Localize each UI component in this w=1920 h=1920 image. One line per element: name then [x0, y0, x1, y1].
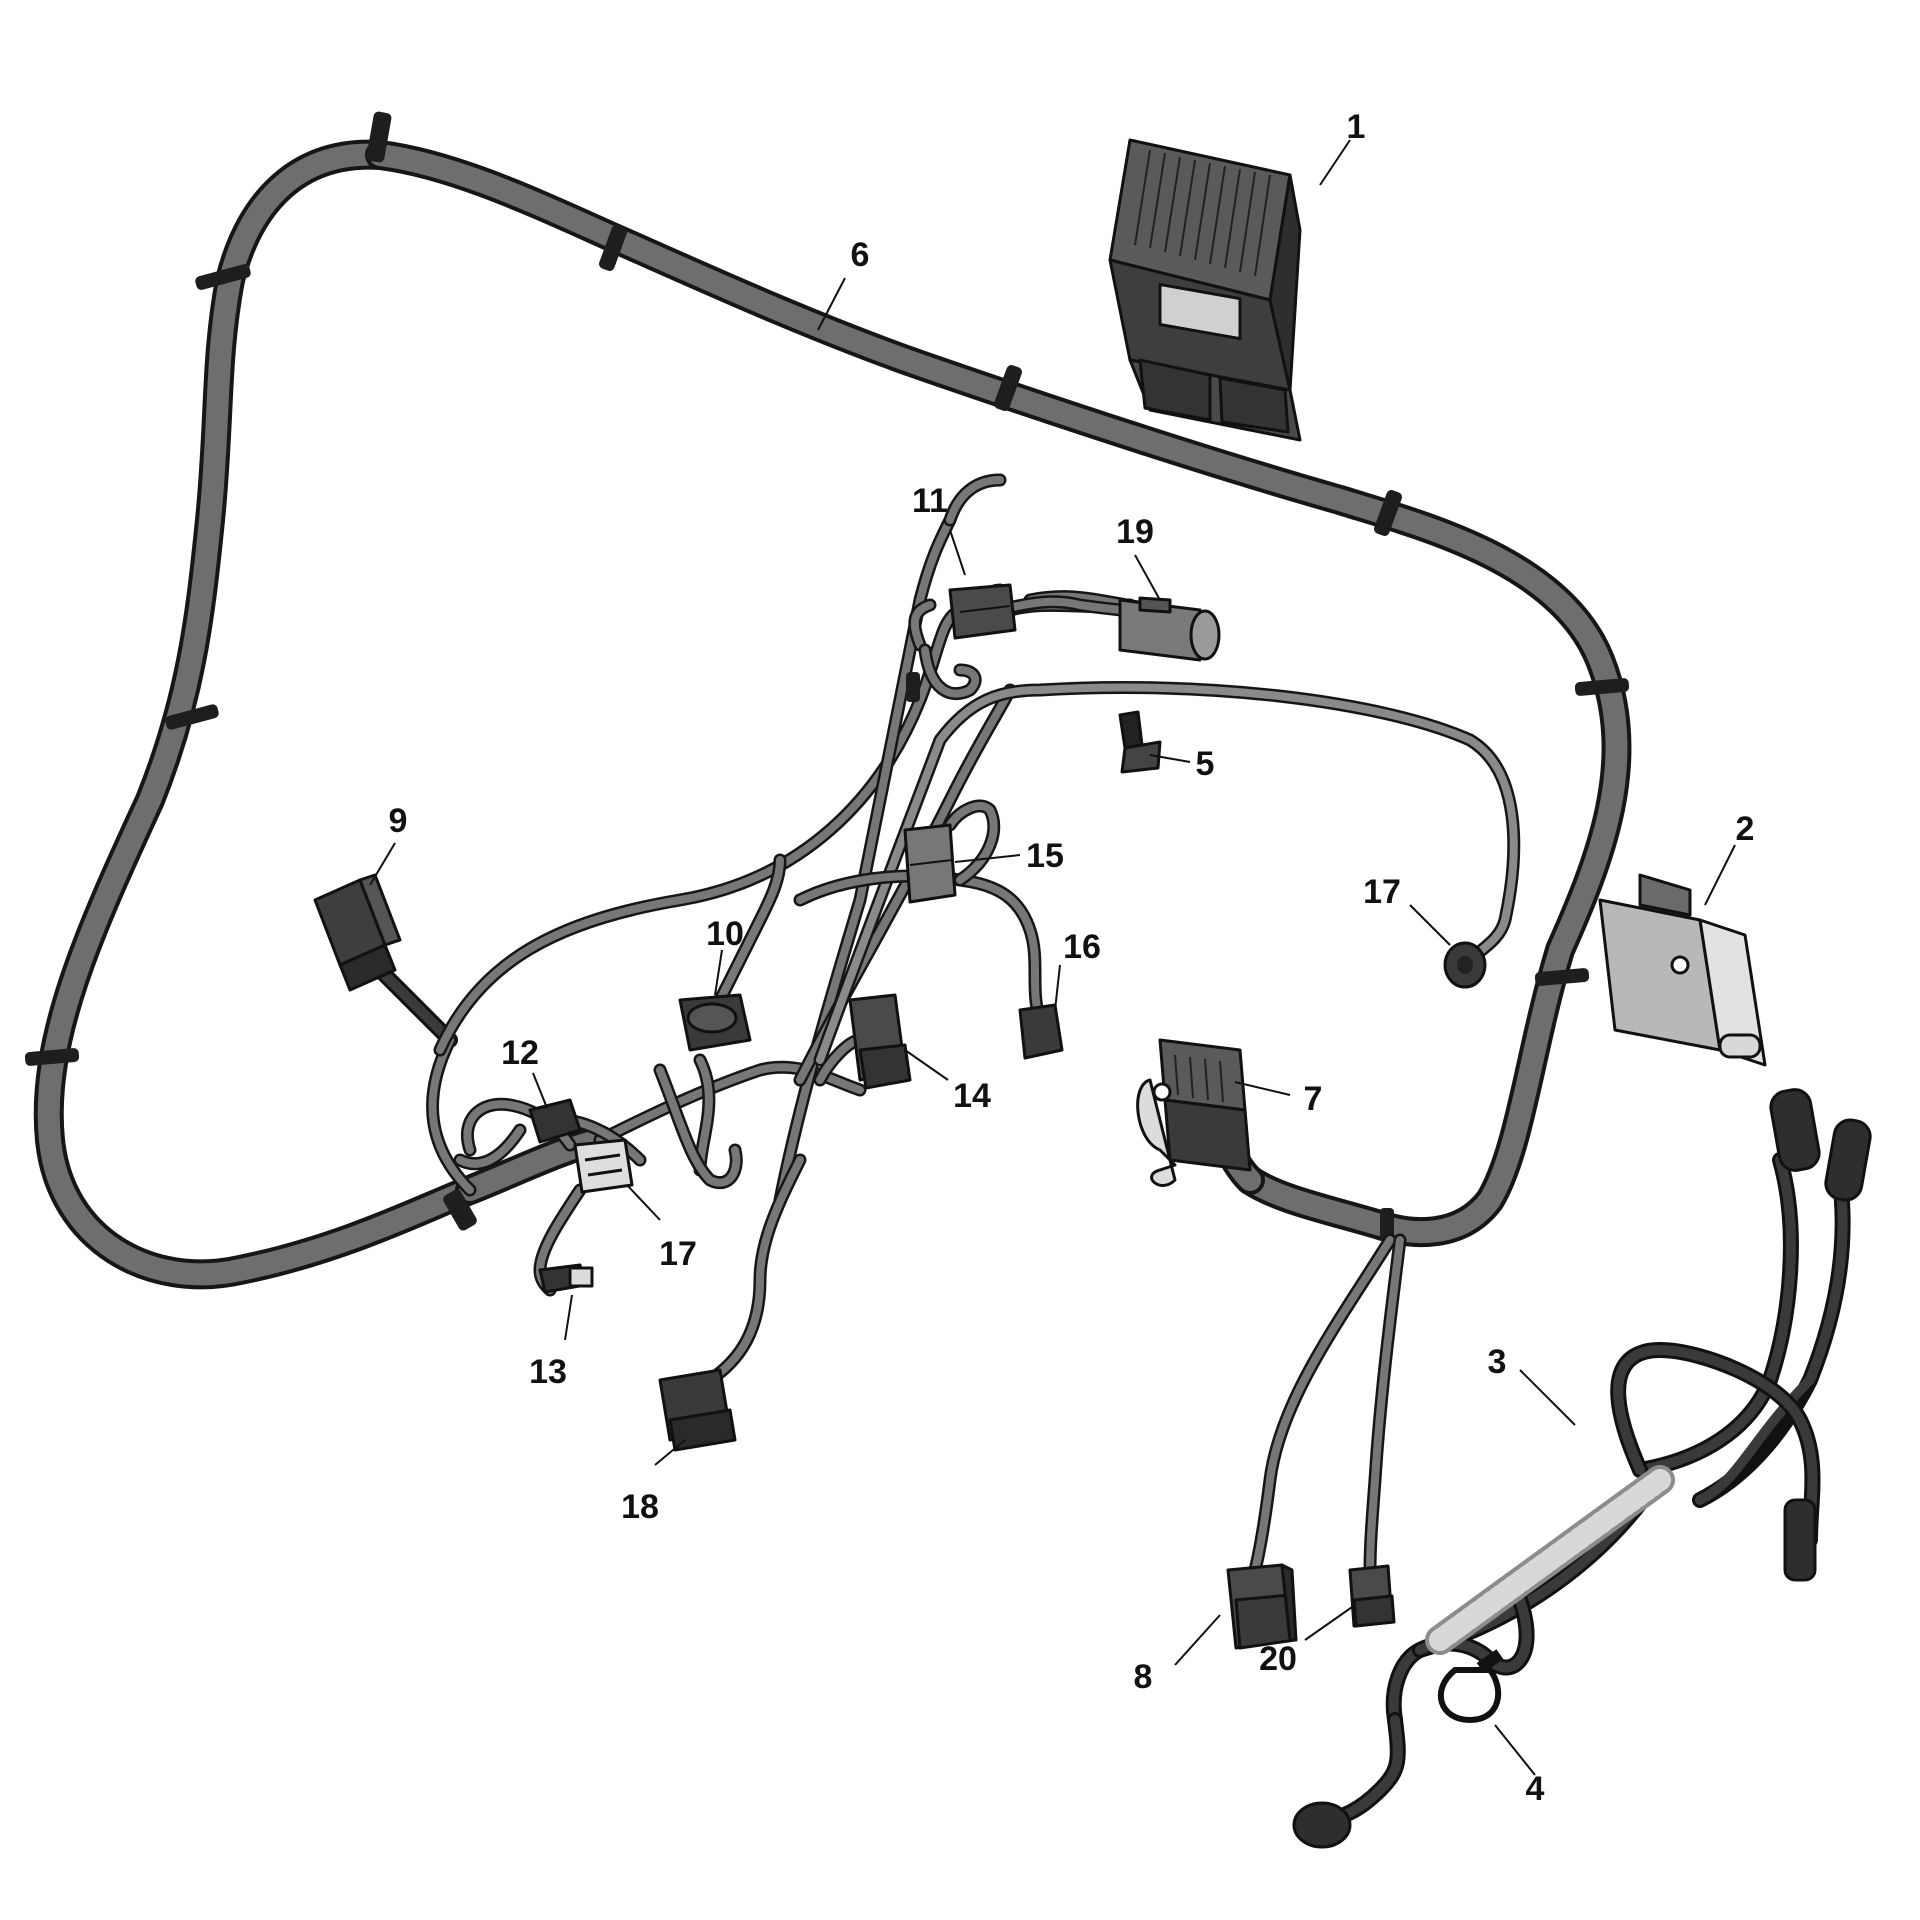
- callout-18: 18: [621, 1488, 659, 1526]
- branch-9: [352, 942, 477, 1197]
- connector-11: [948, 583, 1017, 640]
- sensor-17-right: [1443, 941, 1487, 989]
- callout-8: 8: [1134, 1658, 1153, 1696]
- callout-9: 9: [389, 802, 408, 840]
- callout-17-left: 17: [659, 1235, 697, 1273]
- callout-labels: 1 2 3 4 5 6 7 8 9 10 11 12 13 14 15 16 1…: [389, 108, 1755, 1808]
- connector-18: [658, 1368, 737, 1452]
- connector-19: [1118, 596, 1221, 662]
- callout-11: 11: [912, 482, 948, 520]
- callout-12: 12: [501, 1034, 539, 1072]
- voltage-regulator: [1598, 873, 1767, 1067]
- main-harness: [33, 139, 1632, 1290]
- connector-16: [1018, 1003, 1064, 1060]
- ignition-cable: [1292, 1088, 1872, 1849]
- callout-15: 15: [1026, 837, 1064, 875]
- connector-7: [1136, 1038, 1252, 1187]
- harness-clips: [24, 111, 1630, 1242]
- callout-17-right: 17: [1363, 873, 1401, 911]
- connector-12: [528, 1098, 582, 1144]
- callout-5: 5: [1196, 745, 1215, 783]
- callout-4: 4: [1526, 1770, 1545, 1808]
- connector-10: [678, 993, 752, 1052]
- callout-6: 6: [851, 236, 870, 274]
- harness-clip-5: [1118, 710, 1162, 774]
- callout-16: 16: [1063, 928, 1101, 966]
- callout-20: 20: [1259, 1640, 1297, 1678]
- callout-2: 2: [1736, 810, 1755, 848]
- callout-19: 19: [1116, 513, 1154, 551]
- callout-1: 1: [1347, 108, 1366, 146]
- ecm-module: [1108, 138, 1302, 442]
- leader-lines: [369, 139, 1736, 1776]
- callout-7: 7: [1304, 1080, 1323, 1118]
- callout-3: 3: [1488, 1343, 1507, 1381]
- sensor-13: [538, 1263, 594, 1294]
- branch-8-20: [1248, 1233, 1407, 1577]
- connector-15: [903, 823, 957, 904]
- callout-14: 14: [953, 1077, 991, 1115]
- connector-20: [1348, 1564, 1396, 1628]
- connector-9: [313, 873, 402, 992]
- connector-17-left: [573, 1138, 634, 1194]
- ecm-fins: [1134, 149, 1271, 277]
- connector-7-pins: [1174, 1054, 1224, 1103]
- callout-13: 13: [529, 1353, 567, 1391]
- cable-tie: [1437, 1649, 1504, 1724]
- callout-10: 10: [706, 915, 744, 953]
- connector-8: [1226, 1563, 1298, 1650]
- connector-14: [848, 993, 912, 1090]
